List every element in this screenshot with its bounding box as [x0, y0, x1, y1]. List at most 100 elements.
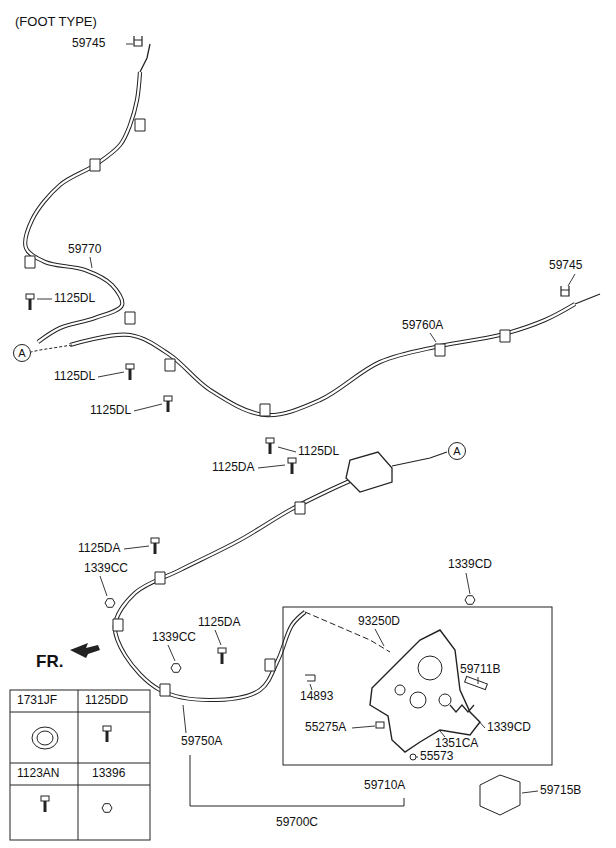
- leader-line: [352, 726, 375, 728]
- bolt-symbol: [103, 726, 111, 742]
- grommet: [410, 754, 416, 760]
- leader-line: [476, 718, 485, 728]
- cable-core: [25, 72, 140, 342]
- diagram-title: (FOOT TYPE): [15, 15, 97, 29]
- callout-number: 59700C: [276, 816, 318, 829]
- cable-bracket: [155, 572, 165, 584]
- cable-end: [575, 294, 600, 304]
- table-cell: 1123AN: [17, 767, 59, 780]
- cable-sheath: [25, 72, 140, 342]
- leader-line: [466, 573, 470, 594]
- cable-bracket: [260, 404, 270, 416]
- leader-line: [90, 257, 92, 268]
- cable-end: [140, 44, 150, 72]
- leader-line: [375, 629, 384, 646]
- cable-bracket: [160, 684, 170, 696]
- table-cell: 1125DD: [85, 694, 128, 707]
- leader-line: [124, 546, 149, 549]
- retainer-clip: [134, 36, 142, 46]
- leader-line: [168, 645, 175, 661]
- pedal-assembly: [370, 630, 480, 752]
- callout-number: 1339CC: [84, 562, 128, 575]
- reference-leader: [31, 345, 72, 352]
- pivot: [395, 685, 405, 695]
- direction-mark: FR.: [36, 653, 63, 671]
- nut-symbol: [105, 599, 115, 608]
- cable-sheath: [115, 470, 375, 700]
- cable-bracket: [265, 659, 275, 671]
- cable-bracket: [25, 256, 35, 268]
- bolt-symbol: [288, 458, 296, 474]
- bolt-symbol: [151, 538, 159, 554]
- callout-number: 1125DA: [198, 616, 240, 629]
- callout-number: 1339CD: [487, 721, 531, 734]
- leader-line: [134, 404, 162, 411]
- cover: [480, 775, 520, 815]
- cable-bracket: [295, 502, 305, 514]
- cable-bracket: [90, 159, 100, 171]
- nut-symbol: [465, 596, 475, 605]
- cable-bracket: [165, 359, 175, 371]
- pivot: [410, 692, 426, 708]
- leader-line: [522, 791, 538, 793]
- callout-number: 1125DA: [212, 461, 254, 474]
- cable-core: [115, 470, 375, 700]
- cable-bracket: [113, 619, 123, 631]
- callout-number: 93250D: [358, 615, 400, 628]
- leader-line: [568, 274, 575, 286]
- pivot: [439, 694, 451, 706]
- leader-line: [258, 465, 285, 468]
- callout-number: 1125DL: [54, 370, 95, 383]
- leader-line: [126, 44, 133, 45]
- leader-line: [37, 299, 52, 300]
- callout-number: 1125DL: [54, 292, 95, 305]
- leader-line: [100, 576, 107, 596]
- callout-number: 14893: [300, 690, 333, 703]
- bolt-symbol: [266, 438, 274, 454]
- callout-number: 59745: [549, 259, 582, 272]
- pivot: [418, 656, 442, 680]
- pad: [376, 722, 384, 728]
- leader-line: [278, 447, 296, 452]
- table-cell: 1731JF: [17, 694, 57, 707]
- bolt-symbol: [26, 294, 34, 310]
- bolt-symbol: [218, 648, 226, 664]
- cable-bracket: [500, 330, 510, 342]
- cable-core: [70, 304, 575, 415]
- leader-line: [416, 757, 418, 758]
- leader-line: [215, 630, 221, 645]
- callout-number: 59715B: [540, 784, 581, 797]
- clip: [305, 675, 315, 681]
- retainer-clip: [561, 286, 569, 296]
- callout-number: 59770: [68, 243, 101, 256]
- callout-number: 1125DL: [90, 404, 131, 417]
- callout-number: 55275A: [305, 721, 346, 734]
- leader-line: [478, 677, 479, 684]
- bolt-symbol: [41, 796, 49, 812]
- reference-circle: A: [13, 344, 31, 362]
- equalizer: [346, 452, 392, 492]
- callout-number: 59760A: [402, 319, 443, 332]
- callout-number: 59750A: [181, 735, 222, 748]
- callout-number: 59745: [72, 37, 105, 50]
- cable-bracket: [125, 312, 135, 324]
- bolt-symbol: [126, 364, 134, 380]
- nut-symbol: [171, 664, 181, 673]
- fastener-table: [10, 690, 150, 840]
- front-arrow: [70, 643, 100, 658]
- reference-letter: A: [18, 347, 25, 359]
- equalizer-rod: [392, 452, 447, 466]
- detail-frame: [283, 607, 552, 765]
- nut-symbol: [102, 804, 112, 813]
- table-cell: 13396: [92, 767, 125, 780]
- leader-line: [98, 372, 124, 377]
- callout-number: 1125DL: [298, 445, 339, 458]
- callout-number: 1339CC: [152, 631, 196, 644]
- callout-number: 1125DA: [78, 542, 120, 555]
- cable-bracket: [435, 344, 445, 356]
- callout-number: 1351CA: [435, 737, 478, 750]
- callout-number: 59711B: [460, 663, 500, 676]
- pin: [465, 676, 488, 689]
- callout-number: 59710A: [364, 779, 405, 792]
- reference-letter: A: [453, 445, 460, 457]
